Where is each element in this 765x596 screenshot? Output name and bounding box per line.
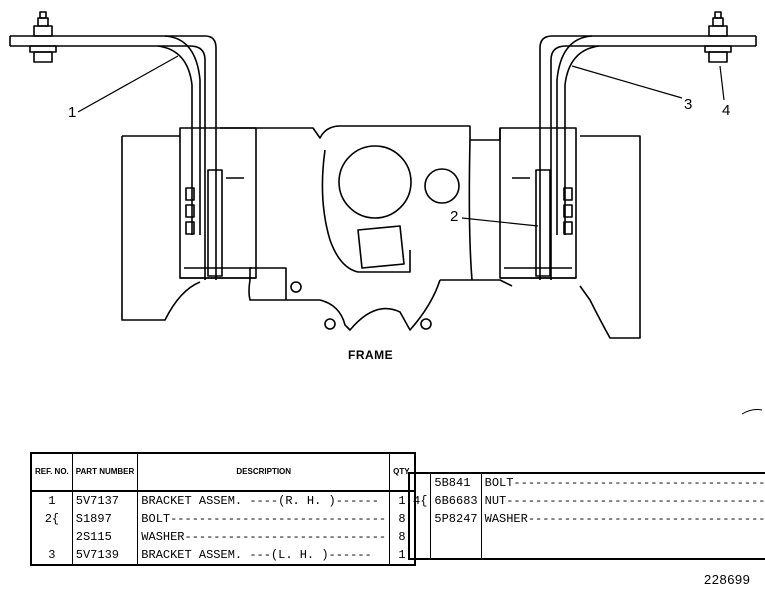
row-part: 5B841 bbox=[430, 473, 482, 492]
row-qty: 1 bbox=[398, 548, 406, 562]
row-desc: BOLT------------------------------------… bbox=[481, 473, 765, 492]
row-part: 5V7137 bbox=[72, 491, 139, 510]
frame-bracket-drawing bbox=[9, 11, 763, 415]
right-bracket bbox=[539, 11, 757, 280]
row-desc: NUT-------------------------------------… bbox=[481, 492, 765, 510]
scribble-mark bbox=[741, 409, 763, 415]
row-qty: 8 bbox=[398, 512, 406, 526]
row-part: 2S115 bbox=[72, 528, 139, 546]
table-row: 4{ 6B6683 NUT---------------------------… bbox=[409, 492, 765, 510]
left-mount-block bbox=[179, 127, 257, 279]
row-desc: WASHER----------------------------------… bbox=[481, 510, 765, 528]
header-desc: DESCRIPTION bbox=[137, 453, 391, 492]
row-part: 5V7139 bbox=[72, 546, 139, 565]
row-ref: 2{ bbox=[31, 510, 73, 528]
leader-1 bbox=[77, 55, 179, 113]
callout-4: 4 bbox=[722, 102, 731, 119]
header-ref: REF. NO. bbox=[31, 453, 73, 492]
callout-3: 3 bbox=[684, 96, 693, 113]
header-part: PART NUMBER bbox=[72, 453, 139, 492]
row-desc: BRACKET ASSEM. ----(R. H. )------ bbox=[137, 491, 391, 510]
row-ref bbox=[409, 473, 432, 492]
table-row: 1 5V7137 BRACKET ASSEM. ----(R. H. )----… bbox=[31, 491, 415, 510]
frame-label: FRAME bbox=[348, 348, 394, 362]
row-part: S1897 bbox=[72, 510, 139, 528]
frame-outline bbox=[121, 125, 641, 339]
row-ref bbox=[409, 510, 432, 528]
parts-table-right: 5B841 BOLT------------------------------… bbox=[408, 472, 765, 560]
table-row: 3 5V7139 BRACKET ASSEM. ---(L. H. )-----… bbox=[31, 546, 415, 565]
table-row: 2S115 WASHER----------------------------… bbox=[31, 528, 415, 546]
figure-number: 228699 bbox=[704, 572, 751, 587]
row-ref: 4{ bbox=[409, 492, 432, 510]
parts-table-left: REF. NO. PART NUMBER DESCRIPTION QTY. 1 … bbox=[30, 452, 416, 566]
spacer-cell bbox=[481, 528, 765, 559]
table-row: 2{ S1897 BOLT---------------------------… bbox=[31, 510, 415, 528]
table-spacer-row bbox=[409, 528, 765, 559]
callout-2: 2 bbox=[450, 208, 459, 225]
leader-3 bbox=[571, 65, 683, 99]
table-row: 5B841 BOLT------------------------------… bbox=[409, 473, 765, 492]
table-header-row: REF. NO. PART NUMBER DESCRIPTION QTY. bbox=[31, 453, 415, 492]
row-desc: BRACKET ASSEM. ---(L. H. )------ bbox=[137, 546, 391, 565]
row-qty: 1 bbox=[398, 494, 406, 508]
left-bracket bbox=[9, 11, 217, 280]
row-ref: 3 bbox=[31, 546, 73, 565]
row-desc: BOLT------------------------------ bbox=[137, 510, 391, 528]
row-desc: WASHER---------------------------- bbox=[137, 528, 391, 546]
leader-2 bbox=[461, 217, 539, 227]
table-row: 5P8247 WASHER---------------------------… bbox=[409, 510, 765, 528]
row-ref: 1 bbox=[31, 491, 73, 510]
row-qty: 8 bbox=[398, 530, 406, 544]
row-part: 6B6683 bbox=[430, 492, 482, 510]
spacer-cell bbox=[409, 528, 432, 559]
callout-1: 1 bbox=[68, 104, 77, 121]
spacer-cell bbox=[430, 528, 482, 559]
right-mount-block bbox=[499, 127, 577, 279]
row-part: 5P8247 bbox=[430, 510, 482, 528]
leader-4 bbox=[719, 65, 725, 101]
row-ref bbox=[31, 528, 73, 546]
